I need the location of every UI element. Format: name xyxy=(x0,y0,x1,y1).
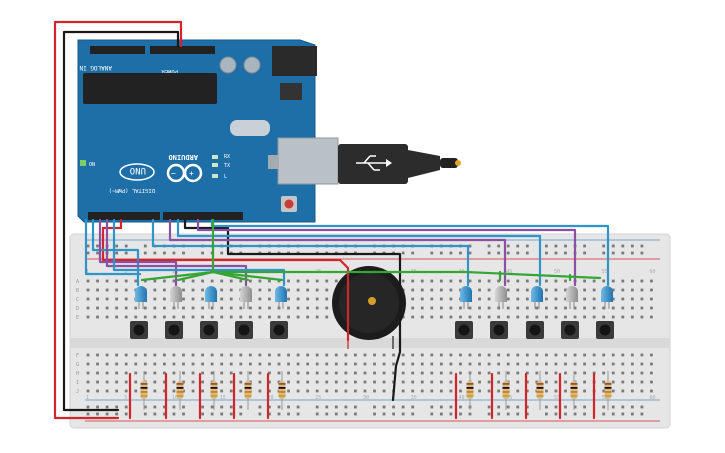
resistor[interactable] xyxy=(176,371,184,410)
wire-ground-green[interactable] xyxy=(211,270,250,282)
usb-cable[interactable] xyxy=(338,144,461,184)
row-label: G xyxy=(76,362,79,368)
arduino-logo: − + ARDUINO xyxy=(166,153,203,183)
wire-led-7[interactable] xyxy=(168,218,507,287)
column-number: 25 xyxy=(315,395,321,401)
column-number: 55 xyxy=(602,269,608,275)
microcontroller-chip xyxy=(83,73,217,104)
led-blue[interactable] xyxy=(135,286,147,309)
on-led-label: ON xyxy=(89,162,95,168)
push-button[interactable] xyxy=(455,321,473,339)
push-button[interactable] xyxy=(596,321,614,339)
column-number: 45 xyxy=(506,269,512,275)
push-button[interactable] xyxy=(235,321,253,339)
column-number: 55 xyxy=(602,395,608,401)
column-number: 35 xyxy=(411,395,417,401)
column-number: 50 xyxy=(554,269,560,275)
column-number: 20 xyxy=(267,395,273,401)
row-label: D xyxy=(76,306,79,312)
wire-led-6[interactable] xyxy=(151,218,470,287)
led-gray[interactable] xyxy=(495,286,507,309)
push-button[interactable] xyxy=(200,321,218,339)
arduino-brand-label: ARDUINO xyxy=(168,153,198,161)
digital-header-label: DIGITAL (PWM~) xyxy=(109,187,155,193)
row-label: J xyxy=(76,389,79,395)
resistor[interactable] xyxy=(502,371,510,410)
piezo-buzzer[interactable] xyxy=(332,266,406,349)
resistor[interactable] xyxy=(210,371,218,410)
column-number: 30 xyxy=(363,395,369,401)
wire-buzzer-black[interactable] xyxy=(183,218,402,402)
wire-ground-green[interactable] xyxy=(211,270,602,280)
led-blue[interactable] xyxy=(531,286,543,309)
wire-ground-green[interactable] xyxy=(176,270,215,282)
resistor[interactable] xyxy=(536,371,544,410)
column-number: 10 xyxy=(172,395,178,401)
uno-model-label: UNO xyxy=(130,165,146,175)
push-button[interactable] xyxy=(490,321,508,339)
wire-5v-red[interactable] xyxy=(53,20,183,420)
led-blue[interactable] xyxy=(601,286,613,309)
column-number: 60 xyxy=(649,269,655,275)
push-button[interactable] xyxy=(165,321,183,339)
wire-ground-green[interactable] xyxy=(211,270,284,282)
analog-in-header-label: ANALOG IN xyxy=(79,64,112,71)
resistor[interactable] xyxy=(140,371,148,410)
column-number: 5 xyxy=(124,269,127,275)
resistor[interactable] xyxy=(466,371,474,410)
led-blue[interactable] xyxy=(275,286,287,309)
row-label: B xyxy=(76,288,79,294)
l-label: L xyxy=(224,174,227,180)
reset-button[interactable] xyxy=(284,199,294,209)
column-number: 40 xyxy=(458,395,464,401)
column-number: 1 xyxy=(86,395,89,401)
resistor[interactable] xyxy=(570,371,578,410)
svg-text:−: − xyxy=(171,169,176,178)
row-label: A xyxy=(76,279,79,285)
push-button[interactable] xyxy=(526,321,544,339)
resistor[interactable] xyxy=(604,371,612,410)
power-header-label: POWER xyxy=(161,68,178,74)
push-button[interactable] xyxy=(561,321,579,339)
resistor[interactable] xyxy=(244,371,252,410)
column-number: 5 xyxy=(124,395,127,401)
wire-led-8[interactable] xyxy=(176,218,542,287)
row-label: I xyxy=(76,380,79,386)
arduino-uno-board[interactable]: ANALOG IN POWER − + ARDUINO UNO ON RX TX… xyxy=(77,39,339,223)
resistor[interactable] xyxy=(278,371,286,410)
wire-led-2[interactable] xyxy=(98,218,178,287)
column-number: 15 xyxy=(220,395,226,401)
rx-label: RX xyxy=(224,154,230,160)
wire-led-1[interactable] xyxy=(91,218,140,287)
breadboard-holes xyxy=(86,244,653,416)
column-number: 60 xyxy=(649,395,655,401)
push-button[interactable] xyxy=(130,321,148,339)
row-label: F xyxy=(76,353,79,359)
row-label: C xyxy=(76,297,79,303)
column-number: 45 xyxy=(506,395,512,401)
column-number: 50 xyxy=(554,395,560,401)
led-blue[interactable] xyxy=(205,286,217,309)
wire-led-5[interactable] xyxy=(112,218,286,287)
svg-text:+: + xyxy=(189,169,194,178)
led-gray[interactable] xyxy=(170,286,182,309)
usb-port[interactable] xyxy=(277,137,339,185)
wire-buzzer-red[interactable] xyxy=(101,218,350,342)
led-gray[interactable] xyxy=(240,286,252,309)
row-label: E xyxy=(76,315,79,321)
led-gray[interactable] xyxy=(566,286,578,309)
power-jack[interactable] xyxy=(272,46,317,76)
wire-led-1b[interactable] xyxy=(84,218,142,276)
tx-label: TX xyxy=(224,163,230,169)
usb-symbol-icon xyxy=(356,155,392,171)
led-blue[interactable] xyxy=(460,286,472,309)
row-label: H xyxy=(76,371,79,377)
column-number: 1 xyxy=(86,269,89,275)
wire-gnd-black[interactable] xyxy=(62,30,180,412)
push-button[interactable] xyxy=(270,321,288,339)
wire-led-9[interactable] xyxy=(196,218,577,287)
